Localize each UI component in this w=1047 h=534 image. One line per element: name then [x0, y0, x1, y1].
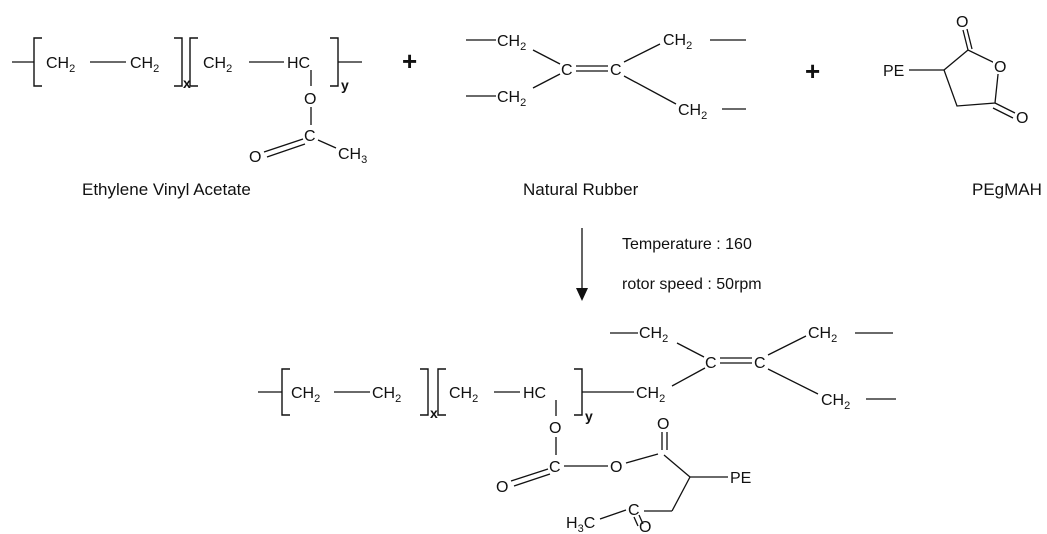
pe-group: PE	[730, 470, 751, 487]
plus-sign: +	[402, 46, 417, 76]
ring-oxygen-gap	[993, 58, 1007, 74]
bond	[623, 75, 677, 105]
carbonyl-bond	[994, 102, 1016, 114]
ch3-group: CH3	[338, 146, 367, 166]
ch2-group: CH2	[639, 325, 668, 345]
bond	[676, 342, 705, 358]
oxygen-atom: O	[549, 420, 561, 437]
bracket-left	[437, 368, 446, 416]
oxygen-atom: O	[610, 459, 622, 476]
plus-sign: +	[805, 56, 820, 86]
bracket-left	[189, 37, 198, 87]
pegmah-label: PEgMAH	[972, 180, 1042, 199]
eva-structure: CH2 CH2 x CH2 HC y O C O CH3	[12, 37, 367, 166]
carbon-atom: C	[304, 128, 316, 145]
bond	[663, 454, 691, 478]
anhydride-ring	[943, 49, 1000, 107]
bond	[767, 335, 807, 356]
ch2-group: CH2	[46, 55, 75, 75]
oxygen-atom: O	[639, 519, 651, 534]
hc-group: HC	[287, 55, 310, 72]
carbonyl-bond	[638, 514, 644, 525]
bond	[671, 367, 706, 387]
ch2-group: CH2	[497, 89, 526, 109]
bracket-right	[330, 37, 339, 87]
ch2-group: CH2	[663, 32, 692, 52]
bond	[623, 43, 661, 63]
carbonyl-bond	[633, 516, 639, 527]
index-x: x	[430, 405, 438, 421]
bond	[532, 73, 561, 89]
double-bond	[266, 143, 306, 158]
ch2-group: CH2	[636, 385, 665, 405]
carbonyl-bond	[962, 29, 969, 51]
oxygen-atom: O	[304, 91, 316, 108]
bond	[599, 509, 627, 520]
carbon-atom: C	[549, 459, 561, 476]
oxygen-atom: O	[657, 416, 669, 433]
carbon-atom: C	[610, 62, 622, 79]
ring-oxygen-atom: O	[994, 59, 1006, 76]
bracket-left	[33, 37, 42, 87]
h3c-group: H3C	[566, 515, 595, 534]
ch2-group: CH2	[449, 385, 478, 405]
carbon-atom: C	[561, 62, 573, 79]
bracket-left	[281, 368, 290, 416]
carbonyl-bond	[966, 28, 973, 50]
bond	[671, 476, 691, 512]
bond	[317, 139, 337, 149]
ch2-group: CH2	[372, 385, 401, 405]
carbon-atom: C	[754, 355, 766, 372]
carbon-atom: C	[628, 502, 640, 519]
pegmah-structure: PE O O O	[883, 14, 1028, 127]
ch2-group: CH2	[497, 33, 526, 53]
ch2-group: CH2	[808, 325, 837, 345]
natural-rubber-structure: CH2 CH2 C C CH2 CH2	[466, 32, 746, 122]
bond	[767, 368, 819, 395]
oxygen-atom: O	[1016, 110, 1028, 127]
pe-group: PE	[883, 63, 904, 80]
bracket-right	[420, 368, 429, 416]
product-structure: CH2 CH2 x CH2 HC y CH2 CH2 C C CH2 CH2 O…	[258, 325, 896, 534]
oxygen-atom: O	[496, 479, 508, 496]
reaction-arrow	[576, 228, 588, 301]
bracket-right	[574, 368, 583, 416]
double-bond	[513, 473, 551, 487]
carbon-atom: C	[705, 355, 717, 372]
double-bond	[263, 138, 304, 153]
double-bond	[510, 468, 549, 482]
ch2-group: CH2	[821, 392, 850, 412]
index-x: x	[183, 75, 191, 91]
natural-rubber-label: Natural Rubber	[523, 180, 639, 199]
ch2-group: CH2	[130, 55, 159, 75]
temperature-condition: Temperature : 160	[622, 236, 752, 253]
oxygen-atom: O	[249, 149, 261, 166]
arrow-head	[576, 288, 588, 301]
oxygen-atom: O	[956, 14, 968, 31]
rotor-speed-condition: rotor speed : 50rpm	[622, 276, 762, 293]
ch2-group: CH2	[291, 385, 320, 405]
ch2-group: CH2	[678, 102, 707, 122]
index-y: y	[585, 408, 593, 424]
index-y: y	[341, 77, 349, 93]
hc-group: HC	[523, 385, 546, 402]
eva-label: Ethylene Vinyl Acetate	[82, 180, 251, 199]
bracket-right	[174, 37, 183, 87]
carbonyl-bond	[992, 107, 1014, 119]
ch2-group: CH2	[203, 55, 232, 75]
bond	[532, 49, 561, 65]
bond	[625, 453, 659, 464]
